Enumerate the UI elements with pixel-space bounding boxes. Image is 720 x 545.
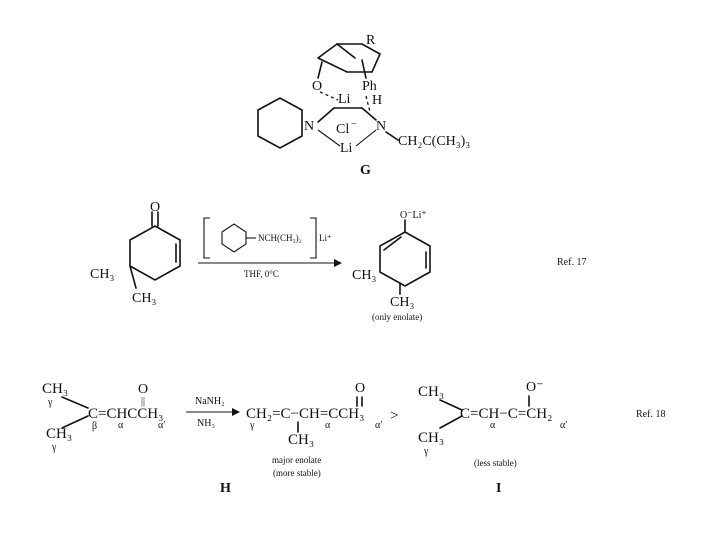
o-li-coordination xyxy=(319,91,339,101)
n-right-label: N xyxy=(376,119,386,134)
reagent-bracket-right xyxy=(310,217,317,259)
reagent-cyclohexyl-ring xyxy=(221,223,247,253)
reagent-bracket-left xyxy=(203,217,210,259)
reactant-ch3-a: CH₃ xyxy=(90,267,114,282)
reactant-gem-bond xyxy=(129,265,137,289)
carbonyl-bond xyxy=(317,61,323,79)
reaction-2-arrow-head xyxy=(232,408,240,416)
sm-alpha-prime: α′ xyxy=(158,420,165,431)
product-oli-label: O⁻Li⁺ xyxy=(400,210,427,221)
h-gamma: γ xyxy=(249,420,255,431)
reaction-1: O CH₃ CH₃ NCH(CH₃)₂ Li⁺ THF, 0°C O⁻Li⁺ C… xyxy=(90,200,586,322)
i-note: (less stable) xyxy=(474,458,517,468)
sm-bottom-methyl-bond xyxy=(61,415,89,429)
i-top-methyl-bond xyxy=(439,399,463,411)
sm-top-methyl-bond xyxy=(61,396,89,409)
sm-ch3-bottom: CH₃ xyxy=(46,426,72,442)
chair-ring-inner-bond xyxy=(336,43,356,59)
reactant-o-label: O xyxy=(150,200,160,215)
h-note-major: major enolate xyxy=(272,455,321,465)
r-label: R xyxy=(366,33,376,48)
h-o-label: O xyxy=(355,381,365,396)
stability-comparison: > xyxy=(390,408,398,424)
sm-o-label: O xyxy=(138,382,148,397)
sm-alpha: α xyxy=(118,420,124,431)
cl-label: Cl xyxy=(336,122,349,137)
chair-ring-bonds xyxy=(317,43,382,73)
n-li-bond-left xyxy=(317,129,341,147)
sm-core-formula: C=CHCCH₃ xyxy=(88,406,163,422)
n-li-bond-right xyxy=(355,129,377,147)
reactant-ring xyxy=(129,225,181,281)
i-formula: C=CH−C=CH₂ xyxy=(460,406,552,422)
compound-h-label: H xyxy=(220,481,231,496)
h-formula: CH₂=C−CH=CCH₃ xyxy=(246,406,364,422)
li-bottom-label: Li xyxy=(340,141,353,156)
ph-bond xyxy=(361,59,367,79)
reagent-group-label: NCH(CH₃)₂ xyxy=(258,233,302,243)
reaction-1-conditions: THF, 0°C xyxy=(244,269,279,279)
sm-ch3-top: CH₃ xyxy=(42,381,68,397)
product-alkene-inner-1 xyxy=(383,236,402,251)
h-alpha: α xyxy=(325,420,331,431)
sm-co-double: || xyxy=(141,396,145,407)
ph-stereo-dash xyxy=(365,95,371,113)
h-ch3: CH₃ xyxy=(288,432,314,448)
compound-i-label: I xyxy=(496,481,501,496)
i-gamma: γ xyxy=(423,446,429,457)
reaction-1-arrow-head xyxy=(334,259,342,267)
ch-n-bond xyxy=(361,107,377,121)
i-ch3-top: CH₃ xyxy=(418,384,444,400)
product-ch3-a: CH₃ xyxy=(352,268,376,283)
piperidine-ring xyxy=(257,97,303,149)
i-alpha-prime: α′ xyxy=(560,420,567,431)
i-alpha: α xyxy=(490,420,496,431)
compound-g-label: G xyxy=(360,163,371,178)
i-o-label: O⁻ xyxy=(526,380,544,395)
ph-label: Ph xyxy=(362,79,377,94)
product-note: (only enolate) xyxy=(372,312,422,322)
reagent-li-label: Li⁺ xyxy=(319,233,332,243)
o-label: O xyxy=(312,79,322,94)
h-note-stable: (more stable) xyxy=(273,468,321,478)
i-bottom-methyl-bond xyxy=(439,415,463,429)
i-ch3-bottom: CH₃ xyxy=(418,430,444,446)
sm-gamma-bottom: γ xyxy=(51,442,57,453)
reagent-nh3: NH₃ xyxy=(197,418,215,429)
reactant-ch3-b: CH₃ xyxy=(132,291,156,306)
ref-17: Ref. 17 xyxy=(557,257,586,268)
h-alpha-prime: α′ xyxy=(375,420,382,431)
sm-gamma-top: γ xyxy=(47,397,53,408)
structure-g: R O Ph Li H N N Cl − Li CH₂C(CH₃)₃ G xyxy=(257,33,470,178)
neopentyl-label: CH₂C(CH₃)₃ xyxy=(398,134,470,149)
product-ring xyxy=(379,231,431,287)
h-label: H xyxy=(372,93,382,108)
n-ch2-bond xyxy=(317,107,335,123)
product-ch3-b: CH₃ xyxy=(390,295,414,310)
li-top-label: Li xyxy=(338,92,351,107)
n-substituent-bond xyxy=(385,131,399,141)
reaction-2: CH₃ γ C=CHCCH₃ O || β α α′ CH₃ γ NaNH₂ N… xyxy=(42,380,665,496)
cl-charge: − xyxy=(351,119,357,130)
sm-beta: β xyxy=(92,421,97,432)
ref-18: Ref. 18 xyxy=(636,409,665,420)
reagent-nanh2: NaNH₂ xyxy=(195,396,225,407)
n-left-label: N xyxy=(304,119,314,134)
